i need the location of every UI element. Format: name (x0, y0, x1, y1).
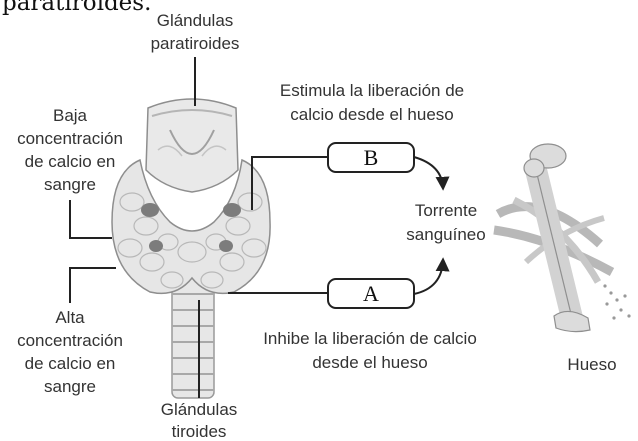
label-low-calcium: Baja concentración de calcio en sangre (17, 106, 123, 194)
header-fragment: paratiroides. (2, 0, 151, 16)
svg-text:de calcio en: de calcio en (25, 354, 116, 373)
box-b: B (328, 143, 414, 172)
svg-text:Glándulas: Glándulas (161, 400, 238, 419)
svg-text:concentración: concentración (17, 331, 123, 350)
svg-text:Baja: Baja (53, 106, 88, 125)
svg-text:calcio desde el hueso: calcio desde el hueso (290, 105, 454, 124)
label-stimulates: Estimula la liberación de calcio desde e… (280, 81, 464, 124)
label-high-calcium: Alta concentración de calcio en sangre (17, 308, 123, 396)
label-bone: Hueso (567, 355, 616, 374)
arrow-a-to-bloodstream (414, 260, 443, 294)
svg-text:sangre: sangre (44, 377, 96, 396)
svg-text:sanguíneo: sanguíneo (406, 225, 485, 244)
svg-text:Alta: Alta (55, 308, 85, 327)
svg-text:tiroides: tiroides (172, 422, 227, 441)
trachea (172, 278, 214, 398)
label-bloodstream: Torrente sanguíneo (406, 201, 485, 244)
thyroid-illustration (112, 99, 270, 398)
svg-text:sangre: sangre (44, 175, 96, 194)
svg-text:desde el hueso: desde el hueso (312, 353, 427, 372)
svg-text:concentración: concentración (17, 129, 123, 148)
label-inhibits: Inhibe la liberación de calcio desde el … (263, 329, 477, 372)
svg-text:Glándulas: Glándulas (157, 11, 234, 30)
box-a: A (328, 279, 414, 308)
svg-text:paratiroides: paratiroides (151, 34, 240, 53)
label-parathyroid-glands: Glándulas paratiroides (151, 11, 240, 53)
svg-text:Torrente: Torrente (415, 201, 477, 220)
arrow-b-to-bloodstream (414, 157, 443, 188)
svg-text:Estimula la liberación de: Estimula la liberación de (280, 81, 464, 100)
label-thyroid-glands: Glándulas tiroides (161, 400, 238, 441)
svg-text:B: B (364, 145, 379, 170)
svg-text:Inhibe la liberación de calcio: Inhibe la liberación de calcio (263, 329, 477, 348)
svg-text:A: A (363, 281, 379, 306)
bone-illustration (494, 144, 631, 332)
svg-text:de calcio en: de calcio en (25, 152, 116, 171)
